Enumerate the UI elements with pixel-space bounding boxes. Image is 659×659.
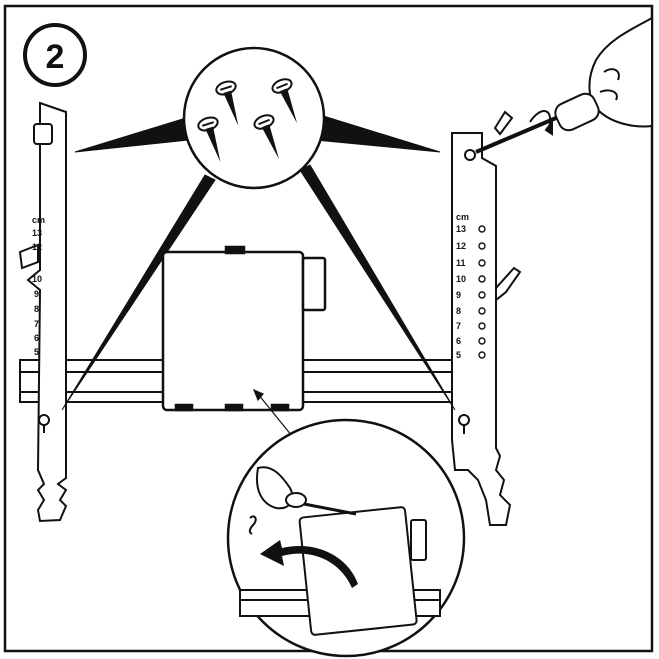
box-detail [298,506,418,636]
left-scale-mark: 7 [34,319,39,329]
control-box [161,245,327,412]
left-scale-mark: 10 [32,274,42,284]
right-bracket [451,132,522,526]
left-scale-mark: 8 [34,304,39,314]
right-scale-mark: 13 [456,224,466,234]
screw-icon [271,78,297,124]
right-scale-mark: 5 [456,350,461,360]
screw-callout-pointers [61,114,456,411]
left-scale-mark: 5 [34,347,39,357]
right-scale-mark: 10 [456,274,466,284]
right-scale-mark: 12 [456,241,466,251]
right-scale-mark: 7 [456,321,461,331]
right-scale-mark: 6 [456,336,461,346]
screw-icon [253,114,279,160]
step-number: 2 [46,38,65,76]
left-scale-mark: 9 [34,289,39,299]
right-scale-mark: 8 [456,306,461,316]
right-scale-unit: cm [456,212,469,222]
left-bracket [18,101,68,523]
left-scale-mark: 13 [32,228,42,238]
right-scale-mark: 9 [456,290,461,300]
detail-pointer [252,388,293,437]
left-scale-unit: cm [32,215,45,225]
screws-callout [182,46,326,190]
left-height-scale: cm 13 12 10 9 8 7 6 5 [32,215,45,357]
right-height-scale: cm 13 12 11 10 9 8 7 6 5 [456,212,486,360]
step-number-badge: 2 [23,23,87,87]
left-scale-mark: 12 [32,242,42,252]
hand-with-screwdriver-icon [475,16,653,154]
right-scale-mark: 11 [456,258,466,268]
screw-icon [197,116,221,163]
screw-icon [215,80,239,127]
detail-callout [226,418,466,658]
rotate-arrow-icon [260,540,358,588]
left-scale-mark: 6 [34,333,39,343]
